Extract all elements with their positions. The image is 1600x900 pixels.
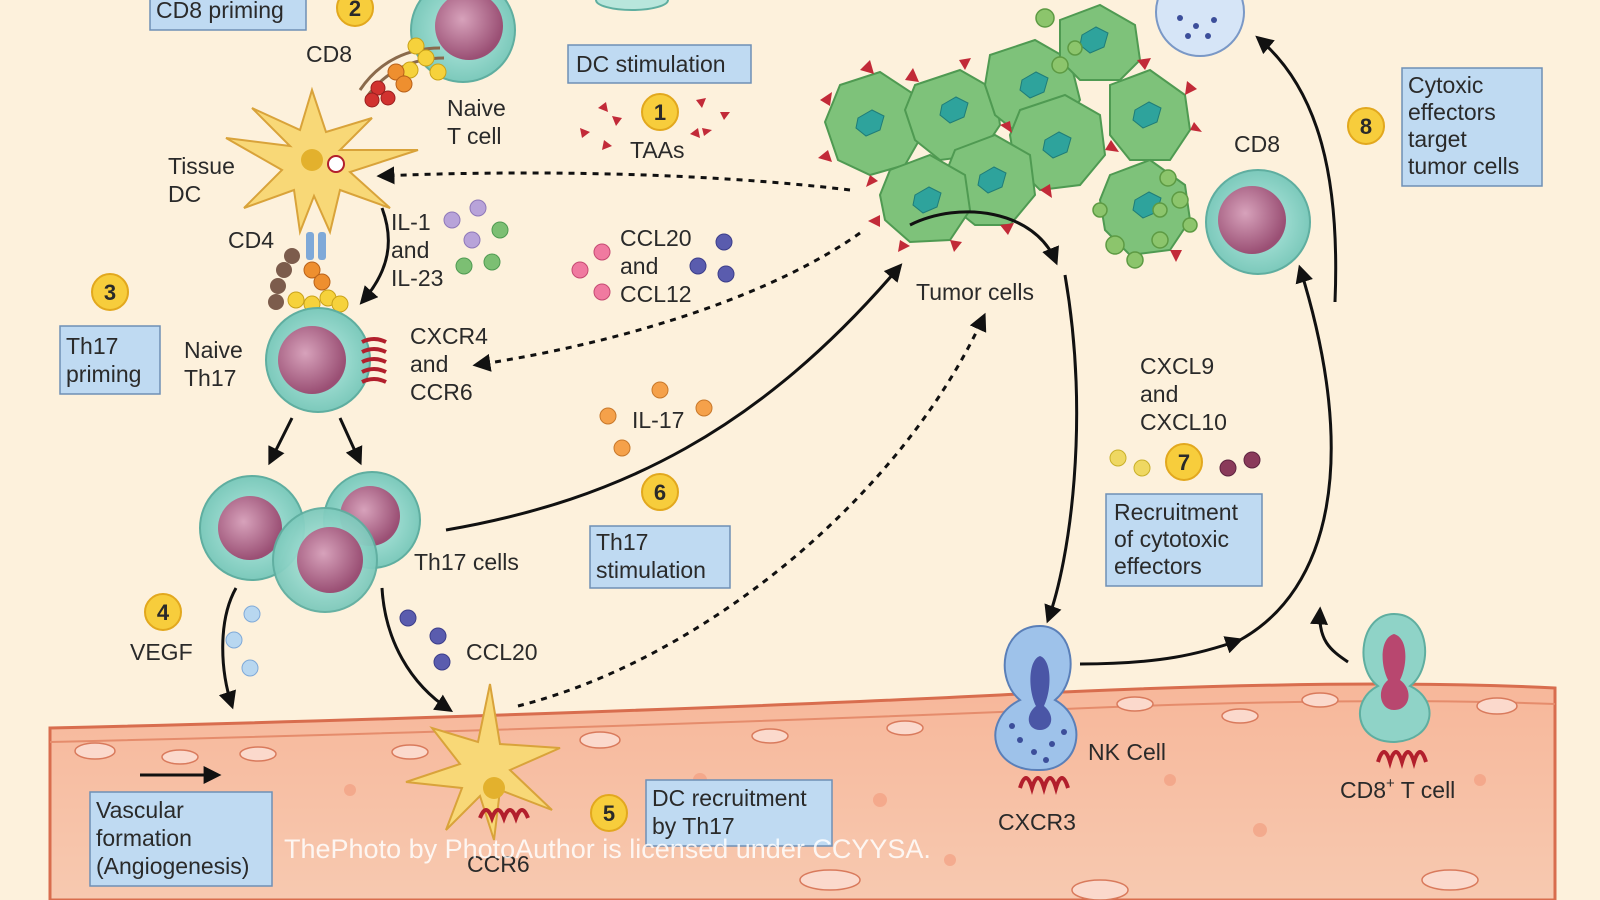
box-recruitment: Recruitment of cytotoxic effectors	[1105, 493, 1263, 587]
cxcl9-cxcl10-dots	[1109, 449, 1261, 477]
naive-th17-cell	[265, 307, 387, 413]
cxcl9-label-3: CXCL10	[1140, 409, 1227, 435]
ccl20-label: CCL20	[466, 639, 538, 665]
vascular-label-2: formation	[96, 825, 192, 851]
step-badge-3: 3	[91, 273, 129, 311]
step-badge-4: 4	[144, 593, 182, 631]
ccl20-ccl12-dots	[571, 233, 735, 301]
step-badge-2: 2	[336, 0, 374, 27]
cxcr3-label: CXCR3	[998, 809, 1076, 835]
naive-t-cell	[410, 0, 516, 83]
receptor-complex-cd4	[268, 232, 349, 313]
nk-cell	[994, 624, 1078, 795]
box-cd8-priming: CD8 priming	[149, 0, 307, 31]
step-badge-1: 1	[641, 93, 679, 131]
cytox-label-4: tumor cells	[1408, 153, 1519, 179]
step-badge-6: 6	[641, 473, 679, 511]
il1-il23-dots	[443, 199, 509, 275]
recruit-label-3: effectors	[1114, 553, 1202, 579]
box-dc-recruitment: DC recruitment by Th17	[645, 779, 833, 847]
box-th17-priming: Th17 priming	[59, 325, 161, 395]
vegf-label: VEGF	[130, 639, 193, 665]
cxcr4-label-2: and	[410, 351, 448, 377]
ccl20-ccl12-label-3: CCL12	[620, 281, 692, 307]
step-badge-7: 7	[1165, 443, 1203, 481]
naive-th17-label-1: Naive	[184, 337, 243, 363]
tumor-cells-cluster	[818, 3, 1202, 269]
cytox-label-2: effectors	[1408, 99, 1496, 125]
cxcl9-label-1: CXCL9	[1140, 353, 1214, 379]
th17-cells-label: Th17 cells	[414, 549, 519, 575]
cd8-t-cell-label: CD8+ T cell	[1340, 775, 1455, 803]
il1-label-1: IL-1	[391, 209, 431, 235]
watermark-text: ThePhoto by PhotoAuthor is licensed unde…	[284, 834, 931, 864]
cd8-cell-right	[1205, 169, 1311, 275]
tissue-dc-label-1: Tissue	[168, 153, 235, 179]
th17-cells-group	[199, 471, 421, 613]
il17-dots	[599, 381, 713, 457]
svg-text:1: 1	[654, 100, 666, 125]
box-th17-stimulation: Th17 stimulation	[589, 525, 731, 589]
cd8-priming-label: CD8 priming	[156, 0, 284, 23]
svg-text:3: 3	[104, 280, 116, 305]
cytox-label-1: Cytoxic	[1408, 72, 1483, 98]
ccl20-ccl12-label-1: CCL20	[620, 225, 692, 251]
step-badge-8: 8	[1347, 107, 1385, 145]
tissue-dc-label-2: DC	[168, 181, 201, 207]
cytox-label-3: target	[1408, 126, 1467, 152]
ccl20-ccl12-label-2: and	[620, 253, 658, 279]
recruited-dc	[405, 683, 561, 841]
svg-text:4: 4	[157, 600, 170, 625]
th17-priming-label-1: Th17	[66, 333, 118, 359]
cd8-t-cell-vessel	[1359, 612, 1431, 769]
receptor-complex-cd8	[358, 37, 447, 108]
th17-stim-label-1: Th17	[596, 529, 648, 555]
cxcr4-label-3: CCR6	[410, 379, 473, 405]
box-vascular-formation: Vascular formation (Angiogenesis)	[89, 791, 273, 887]
svg-text:6: 6	[654, 480, 666, 505]
svg-text:7: 7	[1178, 450, 1190, 475]
th17-stim-label-2: stimulation	[596, 557, 706, 583]
vascular-label-3: (Angiogenesis)	[96, 853, 249, 879]
taas-label: TAAs	[630, 137, 685, 163]
cd8-top-label: CD8	[306, 41, 352, 67]
dc-stimulation-label: DC stimulation	[576, 51, 726, 77]
step-badge-5: 5	[590, 794, 628, 832]
naive-t-cell-label-1: Naive	[447, 95, 506, 121]
cxcl9-label-2: and	[1140, 381, 1178, 407]
vascular-label-1: Vascular	[96, 797, 184, 823]
svg-text:5: 5	[603, 801, 615, 826]
il1-label-3: IL-23	[391, 265, 443, 291]
top-partial-cell	[595, 0, 669, 11]
dc-recruit-label-2: by Th17	[652, 813, 735, 839]
tumor-cells-label: Tumor cells	[916, 279, 1034, 305]
il17-label: IL-17	[632, 407, 684, 433]
cd4-label: CD4	[228, 227, 274, 253]
ccl20-dots	[399, 609, 451, 671]
cxcr4-label-1: CXCR4	[410, 323, 488, 349]
cd8-cell-top-right	[1155, 0, 1245, 57]
box-cytoxic-effectors: Cytoxic effectors target tumor cells	[1401, 67, 1543, 187]
recruit-label-2: of cytotoxic	[1114, 526, 1229, 552]
tissue-dc	[225, 86, 419, 236]
naive-t-cell-label-2: T cell	[447, 123, 502, 149]
naive-th17-label-2: Th17	[184, 365, 236, 391]
cd8-right-label: CD8	[1234, 131, 1280, 157]
recruit-label-1: Recruitment	[1114, 499, 1239, 525]
th17-priming-label-2: priming	[66, 361, 141, 387]
box-dc-stimulation: DC stimulation	[567, 44, 752, 84]
ccr6-label: CCR6	[467, 851, 530, 877]
arrows	[140, 35, 1349, 784]
nk-cell-label: NK Cell	[1088, 739, 1166, 765]
vegf-dots	[225, 605, 261, 677]
il1-label-2: and	[391, 237, 429, 263]
dc-recruit-label-1: DC recruitment	[652, 785, 807, 811]
svg-text:2: 2	[349, 0, 361, 21]
svg-text:8: 8	[1360, 114, 1372, 139]
taas-dots	[580, 98, 730, 150]
